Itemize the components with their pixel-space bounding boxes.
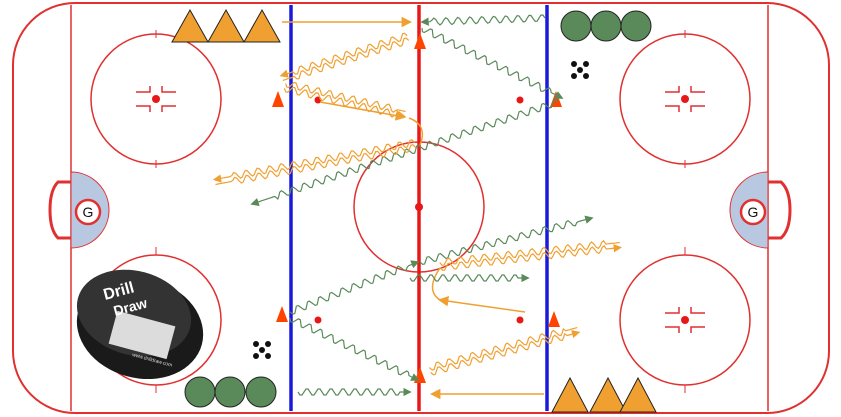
goalie-right-label: G: [748, 204, 759, 220]
orange-players-top: [172, 10, 280, 42]
goalie-right: G: [741, 200, 765, 224]
green-players-top: [561, 11, 651, 41]
green-players-bottom: [185, 377, 276, 407]
neutral-dot: [517, 317, 524, 324]
neutral-dot: [517, 97, 524, 104]
goalie-left: G: [76, 200, 100, 224]
goalie-left-label: G: [83, 204, 94, 220]
neutral-dot: [315, 317, 322, 324]
center-dot: [415, 203, 423, 211]
